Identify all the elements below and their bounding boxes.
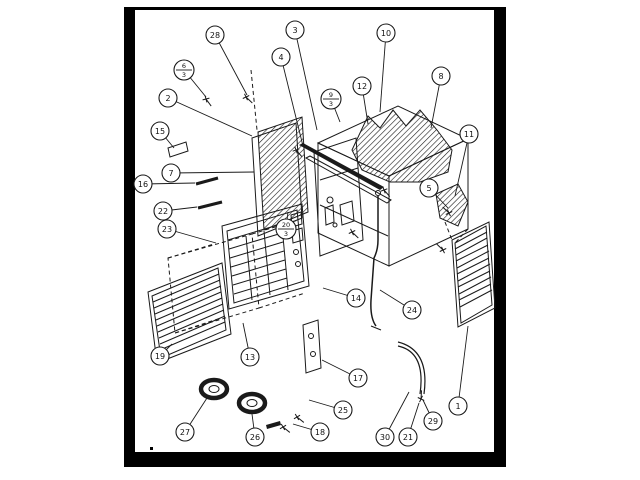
svg-text:15: 15 (155, 127, 165, 136)
drain-elbow (397, 341, 426, 395)
callout-29: 29 (422, 399, 443, 431)
svg-text:11: 11 (464, 130, 474, 139)
callout-11: 11 (454, 124, 479, 197)
filter-frame-dashed (167, 219, 306, 334)
svg-text:16: 16 (138, 180, 148, 189)
front-grille (221, 203, 310, 310)
frame-bottom-bar (124, 452, 506, 467)
callout-28: 28 (205, 25, 248, 96)
svg-text:21: 21 (403, 433, 413, 442)
page-frame (124, 7, 506, 467)
svg-text:29: 29 (428, 417, 438, 426)
svg-text:12: 12 (357, 82, 367, 91)
svg-text:7: 7 (168, 169, 173, 178)
small-hardware-upper-left (167, 141, 223, 210)
callout-27: 27 (175, 397, 208, 442)
mounting-bracket (302, 319, 322, 374)
callout-2: 2 (158, 88, 253, 137)
svg-text:22: 22 (158, 207, 168, 216)
svg-text:23: 23 (162, 225, 172, 234)
svg-text:18: 18 (315, 428, 325, 437)
svg-text:10: 10 (381, 29, 391, 38)
callout-10: 10 (376, 23, 396, 113)
louver-panel-right (444, 221, 496, 328)
callout-18: 18 (292, 422, 330, 442)
callout-23: 23 (157, 219, 217, 244)
callout-7: 7 (161, 163, 255, 183)
svg-text:25: 25 (338, 406, 348, 415)
callout-3: 3 (285, 20, 318, 131)
callout-9-3: 93 (320, 88, 342, 123)
callout-15: 15 (150, 121, 175, 149)
svg-text:3: 3 (329, 100, 333, 108)
callout-20-3: 203 (275, 211, 297, 240)
frame-left-bar (124, 8, 135, 467)
callout-26: 26 (245, 413, 265, 447)
callout-8: 8 (430, 66, 451, 129)
callout-17: 17 (321, 359, 368, 388)
svg-text:3: 3 (284, 230, 288, 238)
svg-text:9: 9 (329, 91, 333, 99)
callout-21: 21 (398, 402, 420, 447)
callout-6-3: 63 (173, 59, 207, 98)
svg-text:1: 1 (455, 402, 460, 411)
cabinet-shell (316, 105, 470, 267)
svg-text:26: 26 (250, 433, 260, 442)
callout-22: 22 (153, 201, 198, 221)
svg-text:27: 27 (180, 428, 190, 437)
grommet-rings (198, 377, 268, 415)
callout-24: 24 (379, 289, 422, 320)
callout-13: 13 (240, 322, 260, 367)
svg-text:3: 3 (182, 71, 186, 79)
callout-12: 12 (352, 76, 372, 125)
drain-tube (370, 190, 382, 331)
svg-text:14: 14 (351, 294, 361, 303)
frame-right-bar (494, 8, 506, 467)
side-fins (435, 183, 469, 227)
svg-text:5: 5 (426, 184, 431, 193)
support-rails (250, 69, 392, 204)
line-art (147, 69, 496, 433)
svg-text:6: 6 (182, 62, 186, 70)
condenser-fins (351, 109, 453, 183)
callout-25: 25 (308, 399, 353, 420)
bottom-hardware (266, 341, 426, 429)
callout-19: 19 (150, 343, 173, 366)
callout-5: 5 (419, 178, 449, 209)
svg-text:24: 24 (407, 306, 417, 315)
svg-text:3: 3 (292, 26, 297, 35)
svg-text:28: 28 (210, 31, 220, 40)
svg-text:19: 19 (155, 352, 165, 361)
footnote-mark (150, 447, 153, 450)
front-frame-panel (251, 116, 309, 237)
svg-text:2: 2 (165, 94, 170, 103)
svg-text:4: 4 (278, 53, 283, 62)
callout-1: 1 (448, 325, 469, 416)
callout-16: 16 (133, 174, 196, 194)
callout-4: 4 (271, 47, 304, 147)
svg-text:13: 13 (245, 353, 255, 362)
frame-top-rule (124, 7, 506, 10)
svg-text:8: 8 (438, 72, 443, 81)
svg-text:17: 17 (353, 374, 363, 383)
callout-30: 30 (375, 391, 410, 447)
svg-text:20: 20 (282, 221, 290, 229)
svg-text:30: 30 (380, 433, 390, 442)
callout-14: 14 (322, 287, 366, 308)
